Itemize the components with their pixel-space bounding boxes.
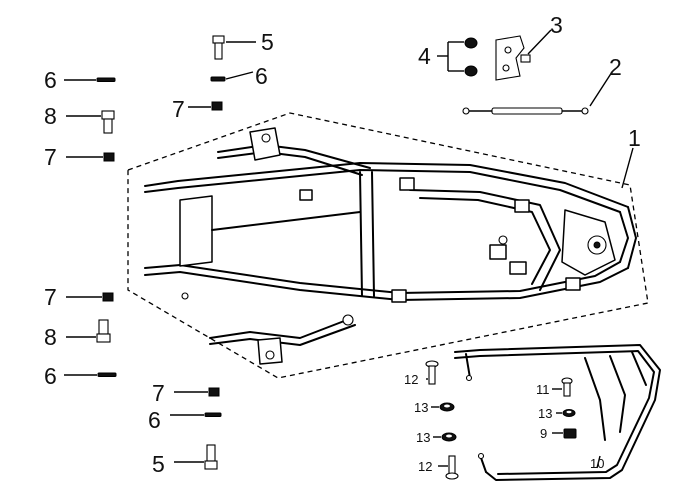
rubber-dampers	[464, 37, 478, 77]
callout-5-top: 5	[261, 29, 274, 55]
cable	[462, 107, 589, 115]
callout-6-top: 6	[255, 63, 268, 89]
nut-9	[563, 428, 577, 439]
callout-1: 1	[628, 125, 641, 151]
callout-8-left-2: 8	[44, 324, 57, 350]
pin-left-2	[97, 372, 117, 377]
bolt-top	[212, 35, 225, 60]
bolt-bottom	[204, 444, 218, 470]
callout-6-left-2: 6	[44, 363, 57, 389]
nut-bottom	[208, 387, 220, 397]
bracket	[495, 35, 531, 81]
washer-top	[210, 76, 226, 82]
washer-13-lower	[441, 432, 457, 442]
nut-top	[211, 101, 223, 111]
frame-assembly-boundary	[127, 112, 649, 379]
callout-5-bottom: 5	[152, 451, 165, 477]
callout-6-left-1: 6	[44, 67, 57, 93]
callout-13-right: 13	[538, 406, 552, 421]
bolt-12-upper	[425, 360, 439, 385]
callout-7-left-2: 7	[44, 284, 57, 310]
seat-frame	[144, 127, 637, 365]
callout-6-bottom: 6	[148, 407, 161, 433]
callout-7-bottom: 7	[152, 380, 165, 406]
callout-13-upper: 13	[414, 400, 428, 415]
nut-left-1	[103, 152, 115, 162]
bolt-11	[561, 377, 573, 397]
callout-4: 4	[418, 43, 431, 69]
callout-9: 9	[540, 426, 547, 441]
callout-12-lower: 12	[418, 459, 432, 474]
callout-12-upper: 12	[404, 372, 418, 387]
washer-13-right	[562, 409, 576, 417]
bolt-left-1	[101, 110, 115, 134]
rear-carrier	[454, 344, 661, 481]
callout-7-left-1: 7	[44, 144, 57, 170]
nut-left-2	[102, 292, 114, 302]
callout-13-lower: 13	[416, 430, 430, 445]
callout-7-top: 7	[172, 96, 185, 122]
callout-10: 10	[590, 456, 604, 471]
pin-bottom	[204, 412, 222, 417]
bolt-left-2	[96, 319, 111, 343]
pin-left-1	[96, 77, 116, 82]
callout-11: 11	[536, 382, 550, 397]
washer-13-upper	[439, 402, 455, 412]
bolt-12-lower	[445, 455, 459, 480]
callout-2: 2	[609, 54, 622, 80]
callout-3: 3	[550, 12, 563, 38]
callout-8-left-1: 8	[44, 103, 57, 129]
